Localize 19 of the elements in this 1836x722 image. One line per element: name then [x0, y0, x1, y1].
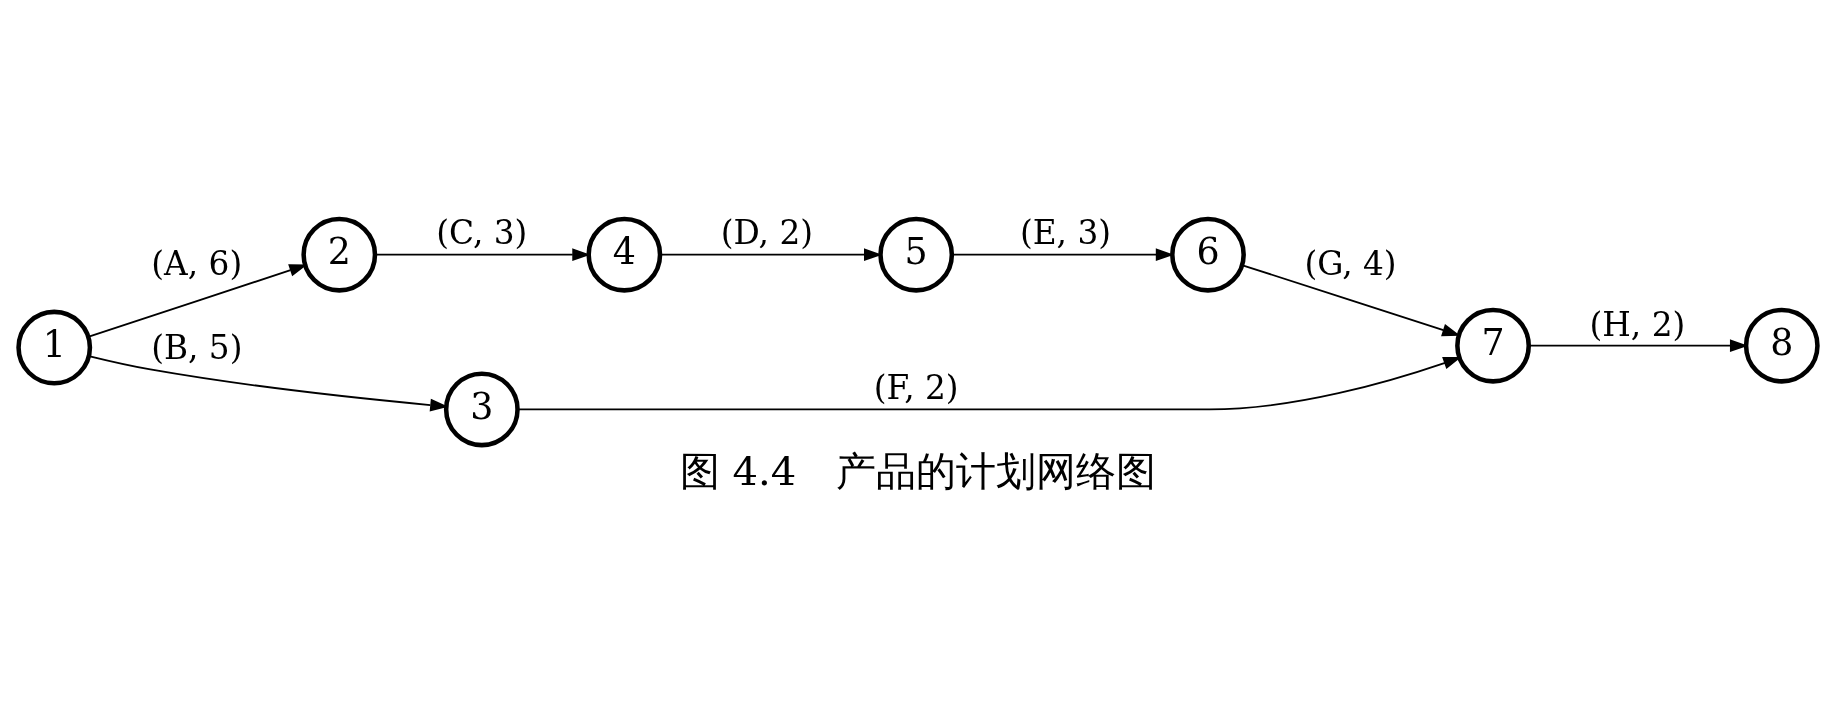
edge-label: (G, 4) [1304, 245, 1397, 284]
edge-label: (C, 3) [436, 214, 528, 253]
edge-label: (H, 2) [1589, 305, 1686, 344]
node-circle: 5 [878, 216, 955, 293]
edge-label: (B, 5) [151, 329, 243, 368]
node-circle: 2 [301, 216, 378, 293]
arrow [1241, 264, 1461, 337]
node-circle: 1 [16, 309, 93, 386]
node-circle: 7 [1455, 307, 1531, 384]
node-circle: 3 [443, 371, 520, 448]
edge-label: (F, 2) [873, 369, 959, 408]
arrow [88, 264, 308, 338]
node-circle: 6 [1170, 216, 1246, 293]
caption: 图 4.4 产品的计划网络图 [679, 447, 1157, 494]
edge-label: (A, 6) [151, 245, 243, 284]
node-circle: 8 [1743, 307, 1820, 384]
edge-label: (D, 2) [720, 214, 814, 253]
edge-label: (E, 3) [1019, 214, 1111, 253]
node-circle: 4 [586, 216, 663, 293]
